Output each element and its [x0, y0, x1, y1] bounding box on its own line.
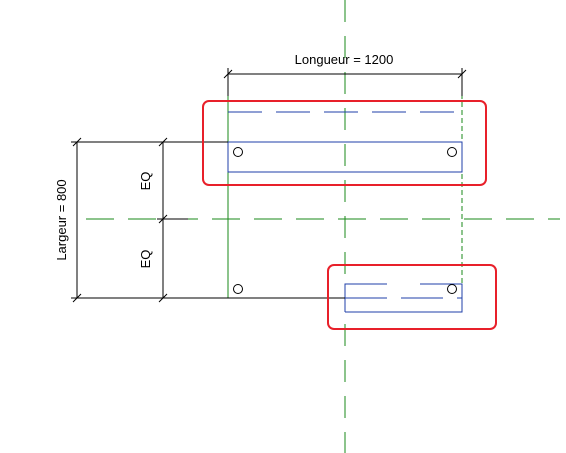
top-beam[interactable]	[227, 111, 463, 173]
reference-planes	[86, 0, 560, 453]
highlight-bottom-beam	[327, 264, 497, 330]
highlight-top-beam	[202, 100, 487, 186]
point-bottom-right-icon[interactable]	[447, 284, 457, 294]
width-dimension-label[interactable]: Largeur = 800	[54, 179, 69, 260]
length-dimension-label[interactable]: Longueur = 1200	[295, 52, 394, 67]
length-dimension[interactable]	[223, 68, 467, 96]
highlights	[202, 100, 497, 330]
point-top-right-icon[interactable]	[447, 147, 457, 157]
bottom-beam-outline[interactable]	[344, 283, 387, 312]
eq-bottom-label[interactable]: EQ	[138, 250, 153, 269]
point-bottom-left-icon[interactable]	[233, 284, 243, 294]
connection-points	[233, 147, 457, 294]
eq-dimension[interactable]	[157, 137, 188, 303]
bottom-beam-partial[interactable]	[344, 283, 463, 313]
point-top-left-icon[interactable]	[233, 147, 243, 157]
width-dimension[interactable]	[71, 137, 228, 303]
eq-top-label[interactable]: EQ	[138, 172, 153, 191]
